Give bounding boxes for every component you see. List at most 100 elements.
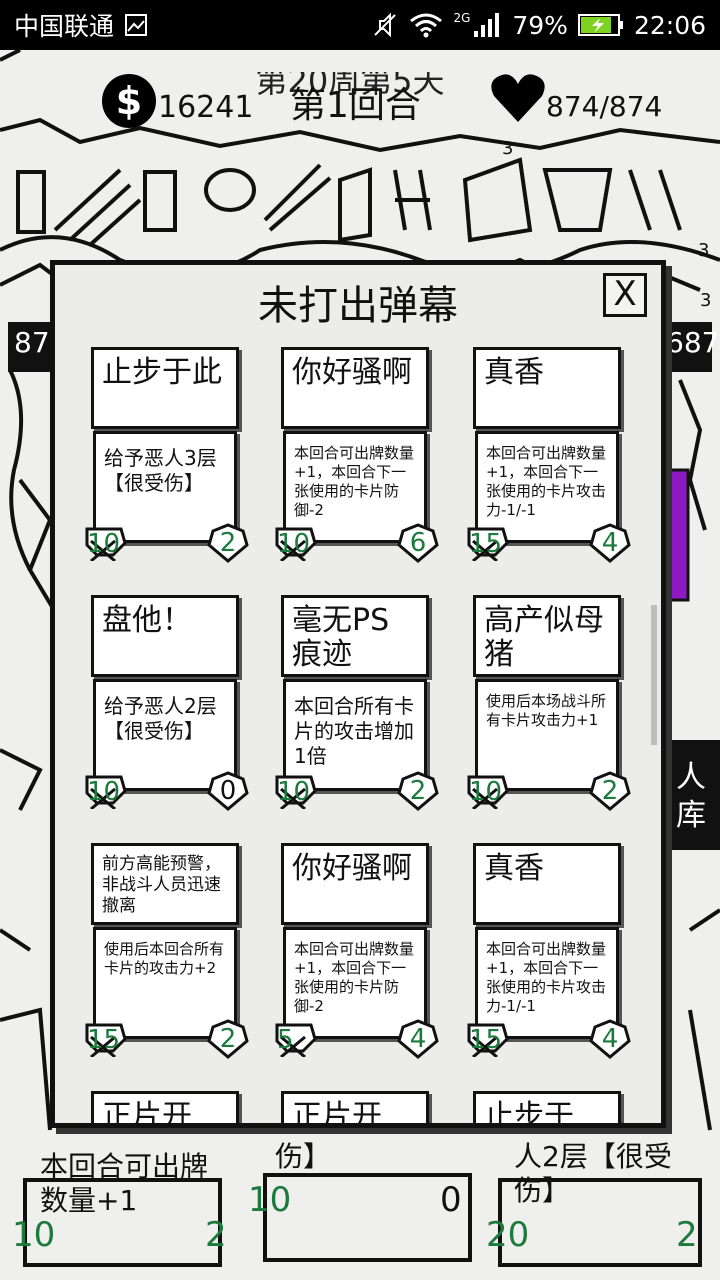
card[interactable]: 真香 本回合可出牌数量+1，本回合下一张使用的卡片攻击力-1/-1 15 4 [467,341,631,563]
cost-tag-icon [275,1023,317,1057]
shield-icon [589,771,631,811]
heart-icon [491,74,545,122]
card-power-value: 0 [219,776,237,806]
card-name: 高产似母猪 [473,595,621,677]
card-power-badge: 0 [207,771,249,811]
cost-tag-icon [467,527,509,561]
clock: 22:06 [633,10,706,40]
card-cost-value: 10 [277,777,311,807]
card[interactable]: 你好骚啊 本回合可出牌数量+1，本回合下一张使用的卡片防御-2 5 4 [275,837,439,1059]
card-name: 止步于此 [91,347,239,429]
card[interactable]: 止步于此 给予恶人3层【很受伤】 10 2 [85,341,249,563]
bottom-card-left-power: 2 [205,1215,227,1255]
scrollbar-thumb[interactable] [651,605,657,745]
card-name: 正片开 [281,1091,429,1123]
shield-icon [207,771,249,811]
card-power-value: 2 [601,776,619,806]
card-description: 给予恶人3层【很受伤】 [93,431,237,543]
signal-network-type: 2G [453,11,471,25]
card-cost-tag: 10 [85,527,127,561]
bottom-card-right-cost: 20 [486,1215,530,1255]
card-cost-tag: 10 [275,527,317,561]
status-bar: 中国联通 2G 79% 22:06 [0,0,720,50]
card[interactable]: 你好骚啊 本回合可出牌数量+1，本回合下一张使用的卡片防御-2 10 6 [275,341,439,563]
card-power-badge: 4 [589,1019,631,1059]
card-cost-value: 10 [87,777,121,807]
shield-icon [207,523,249,563]
bottom-card-right-text: 人2层【很受伤】 [514,1140,672,1207]
hp-value: 874/874 [546,90,663,123]
card-description: 本回合所有卡片的攻击增加1倍 [283,679,427,791]
card-power-badge: 4 [589,523,631,563]
shield-icon [397,771,439,811]
card[interactable]: 真香 本回合可出牌数量+1，本回合下一张使用的卡片攻击力-1/-1 15 4 [467,837,631,1059]
card-power-value: 4 [409,1024,427,1054]
bottom-card-right-power: 2 [676,1215,698,1255]
card-power-value: 6 [409,528,427,558]
card-name: 你好骚啊 [281,843,429,925]
shield-icon [397,1019,439,1059]
card[interactable]: 盘他！ 给予恶人2层【很受伤】 10 0 [85,589,249,811]
cost-tag-icon [467,775,509,809]
card-power-value: 2 [219,1024,237,1054]
dialog-title: 未打出弹幕 [258,283,458,329]
count-badge: 3 [502,138,514,159]
close-button[interactable]: X [603,273,647,317]
card-name: 真香 [473,347,621,429]
count-badge: 3 [700,290,712,311]
signal-icon [474,13,500,37]
side-label-top: 人 [676,760,706,795]
card-name: 正片开 [91,1091,239,1123]
card[interactable]: 高产似母猪 使用后本场战斗所有卡片攻击力+1 10 2 [467,589,631,811]
battery-charging-icon [577,14,623,36]
card-cost-value: 15 [87,1025,121,1055]
left-hp-badge: 87 [14,326,50,359]
card-cost-value: 10 [469,777,503,807]
card-description: 给予恶人2层【很受伤】 [93,679,237,791]
card-name: 毫无PS痕迹 [281,595,429,677]
money-value: 16241 [158,90,254,125]
cost-tag-icon [85,775,127,809]
card-cost-value: 15 [469,1025,503,1055]
card-power-badge: 4 [397,1019,439,1059]
gallery-notification-icon [125,14,148,36]
card[interactable]: 正片开 [275,1085,435,1123]
card-power-badge: 2 [397,771,439,811]
card-power-badge: 2 [589,771,631,811]
card-description: 使用后本回合所有卡片的攻击力+2 [93,927,237,1039]
bottom-card-middle-cost: 10 [248,1180,292,1220]
bottom-card-left-cost: 10 [12,1215,56,1255]
hand-drawn-background [0,50,720,1267]
card-description: 本回合可出牌数量+1，本回合下一张使用的卡片防御-2 [283,431,427,543]
count-badge: 3 [698,240,710,261]
card-description: 本回合可出牌数量+1，本回合下一张使用的卡片攻击力-1/-1 [475,431,619,543]
card-name: 真香 [473,843,621,925]
card-cost-value: 15 [469,529,503,559]
card-power-badge: 2 [207,523,249,563]
cost-tag-icon [85,527,127,561]
card-description: 本回合可出牌数量+1，本回合下一张使用的卡片攻击力-1/-1 [475,927,619,1039]
card-cost-tag: 15 [467,527,509,561]
carrier-name: 中国联通 [14,12,115,41]
card-cost-tag: 10 [467,775,509,809]
cost-tag-icon [467,1023,509,1057]
card-power-value: 2 [409,776,427,806]
close-icon: X [613,274,637,314]
card-name: 盘他！ [91,595,239,677]
card-cost-tag: 10 [275,775,317,809]
week-day-title: 第20周第5天 [255,72,445,100]
card[interactable]: 毫无PS痕迹 本回合所有卡片的攻击增加1倍 10 2 [275,589,439,811]
card[interactable]: 前方高能预警，非战斗人员迅速撤离 使用后本回合所有卡片的攻击力+2 15 2 [85,837,249,1059]
card-power-badge: 6 [397,523,439,563]
card-power-badge: 2 [207,1019,249,1059]
card[interactable]: 正片开 [85,1085,245,1123]
round-label: 第1回合 [290,85,421,126]
card-cost-tag: 15 [467,1023,509,1057]
card-name: 止步于 [473,1091,621,1123]
bottom-card-middle-power: 0 [440,1180,462,1220]
card[interactable]: 止步于 [467,1085,627,1123]
shield-icon [589,523,631,563]
battery-percent: 79% [512,10,568,40]
cost-tag-icon [275,775,317,809]
cost-tag-icon [85,1023,127,1057]
